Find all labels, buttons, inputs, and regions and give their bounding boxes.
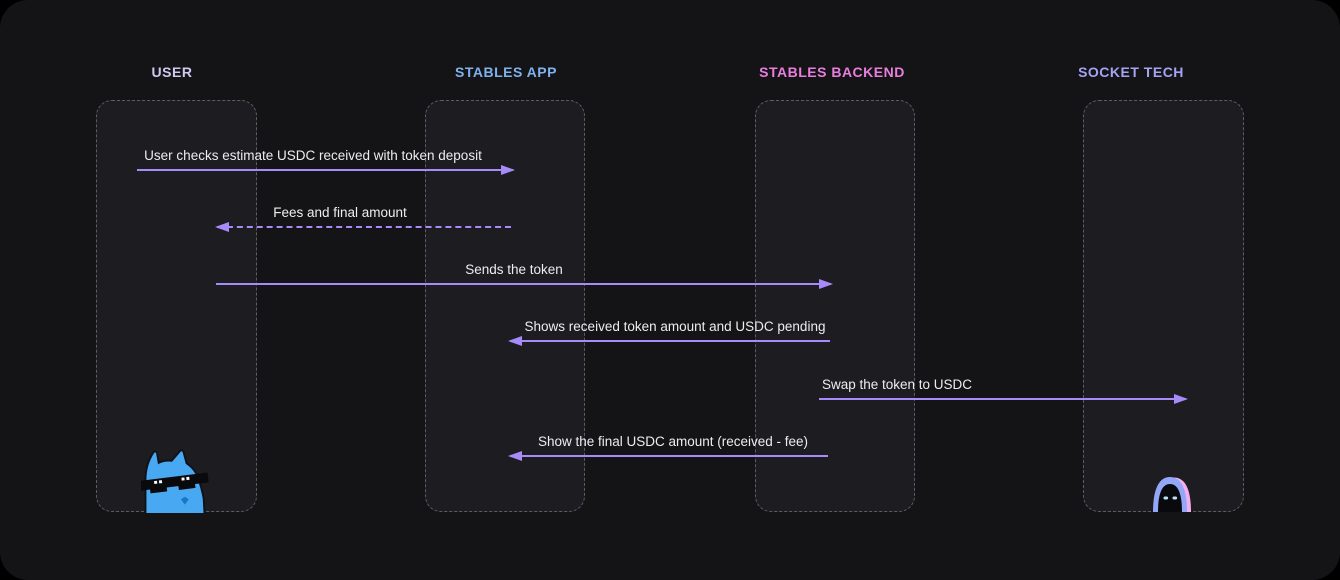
message-line xyxy=(510,455,828,457)
actor-header-socket-tech: SOCKET TECH xyxy=(1078,64,1184,80)
message-line xyxy=(217,226,511,228)
lane-stables-backend xyxy=(755,100,915,512)
message-line xyxy=(137,169,513,171)
arrowhead-icon xyxy=(215,222,229,232)
hooded-figure-mascot-icon xyxy=(1153,477,1191,512)
actor-header-user: USER xyxy=(151,64,193,80)
message-label: Swap the token to USDC xyxy=(821,377,973,392)
arrowhead-icon xyxy=(1174,394,1188,404)
actor-header-stables-app: STABLES APP xyxy=(455,64,557,80)
lane-socket-tech xyxy=(1083,100,1244,512)
lane-user xyxy=(96,100,257,512)
message-line xyxy=(819,398,1186,400)
message-line xyxy=(216,283,831,285)
arrowhead-icon xyxy=(508,336,522,346)
message-label: Shows received token amount and USDC pen… xyxy=(524,319,826,334)
message-shows-received-amount: Shows received token amount and USDC pen… xyxy=(508,316,830,346)
arrowhead-icon xyxy=(508,451,522,461)
message-label: Fees and final amount xyxy=(273,205,407,220)
cat-sunglasses-mascot-icon xyxy=(141,449,209,514)
arrowhead-icon xyxy=(819,279,833,289)
message-estimate-usdc: User checks estimate USDC received with … xyxy=(137,145,515,175)
message-swap-token: Swap the token to USDC xyxy=(819,374,1188,404)
message-sends-token: Sends the token xyxy=(216,259,833,289)
message-line xyxy=(510,340,830,342)
actor-header-stables-backend: STABLES BACKEND xyxy=(759,64,905,80)
message-label: User checks estimate USDC received with … xyxy=(144,148,482,163)
message-fees-final-amount: Fees and final amount xyxy=(215,202,511,232)
message-label: Show the final USDC amount (received - f… xyxy=(537,434,809,449)
message-show-final-usdc: Show the final USDC amount (received - f… xyxy=(508,431,828,461)
arrowhead-icon xyxy=(501,165,515,175)
message-label: Sends the token xyxy=(465,262,563,277)
